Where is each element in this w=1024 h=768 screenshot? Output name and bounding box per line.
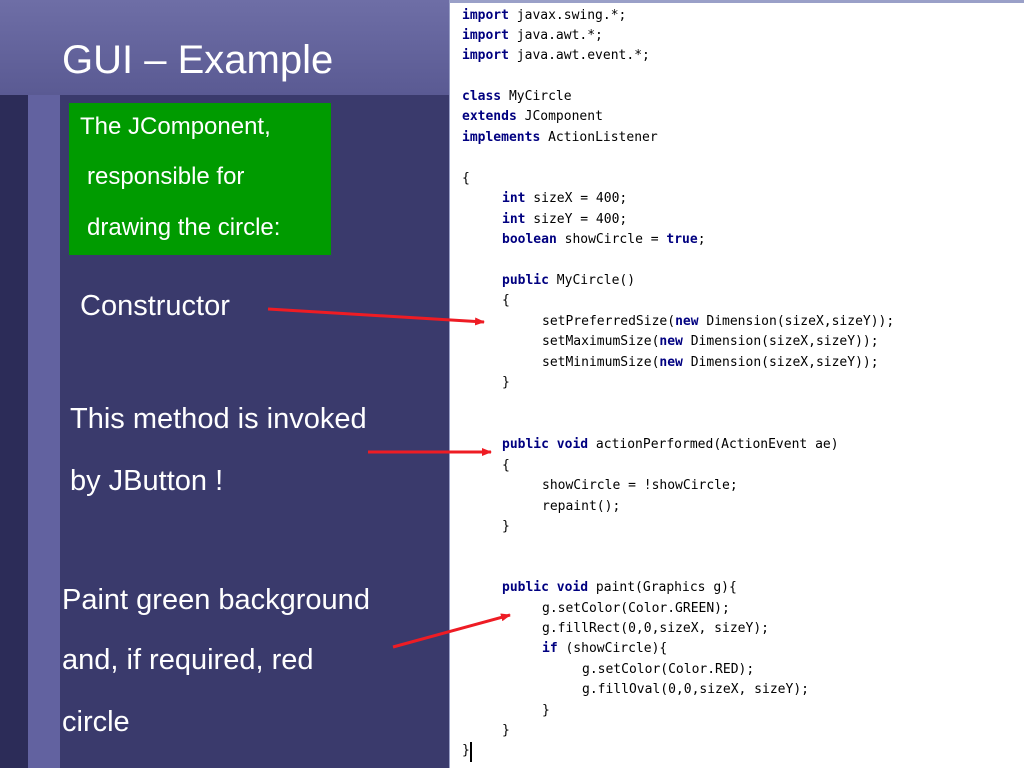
- caption-paint-line-3: circle: [62, 706, 130, 738]
- code-keyword: class: [462, 89, 502, 104]
- code-line: {: [502, 292, 510, 310]
- code-text: g.setColor(Color.RED);: [582, 662, 755, 677]
- caption-invoked-line-2: by JButton !: [70, 465, 224, 497]
- code-keyword: public: [502, 273, 549, 288]
- code-text: sizeY = 400;: [525, 212, 628, 227]
- code-text: setMinimumSize(: [542, 355, 660, 370]
- code-text: (showCircle){: [557, 641, 668, 656]
- code-text: sizeX = 400;: [525, 191, 628, 206]
- code-text: g.setColor(Color.GREEN);: [542, 601, 730, 616]
- code-text: MyCircle: [501, 89, 572, 104]
- code-line: public MyCircle(): [502, 272, 635, 290]
- code-text: showCircle = !showCircle;: [542, 478, 738, 493]
- code-keyword: new: [659, 334, 683, 349]
- code-keyword: new: [675, 314, 699, 329]
- code-line: extends JComponent: [462, 108, 603, 126]
- code-text: Dimension(sizeX,sizeY));: [682, 334, 879, 349]
- code-text: Dimension(sizeX,sizeY));: [698, 314, 895, 329]
- code-keyword: import: [462, 48, 509, 63]
- code-line: import javax.swing.*;: [462, 7, 626, 25]
- code-keyword: public void: [502, 580, 589, 595]
- code-keyword: true: [666, 232, 698, 247]
- code-text: }: [502, 375, 510, 390]
- code-line: setMaximumSize(new Dimension(sizeX,sizeY…: [542, 333, 879, 351]
- code-text: }: [542, 703, 550, 718]
- left-stripe-dark: [0, 95, 28, 768]
- text-caret: [470, 742, 472, 762]
- code-line: g.fillRect(0,0,sizeX, sizeY);: [542, 620, 769, 638]
- code-text: ;: [697, 232, 706, 247]
- code-line: }: [502, 722, 510, 740]
- code-keyword: int: [502, 212, 526, 227]
- code-keyword: new: [659, 355, 683, 370]
- callout-line-1: The JComponent,: [80, 113, 271, 140]
- code-keyword: implements: [462, 130, 541, 145]
- code-text: ActionListener: [540, 130, 658, 145]
- code-line: if (showCircle){: [542, 640, 667, 658]
- code-keyword: import: [462, 8, 509, 23]
- callout-box: The JComponent, responsible for drawing …: [69, 103, 331, 255]
- code-line: showCircle = !showCircle;: [542, 477, 738, 495]
- code-line: repaint();: [542, 498, 620, 516]
- code-line: public void paint(Graphics g){: [502, 579, 737, 597]
- code-text: g.fillRect(0,0,sizeX, sizeY);: [542, 621, 769, 636]
- code-line: setPreferredSize(new Dimension(sizeX,siz…: [542, 313, 894, 331]
- code-keyword: boolean: [502, 232, 557, 247]
- code-text: javax.swing.*;: [508, 8, 627, 23]
- callout-line-2: responsible for: [87, 163, 245, 190]
- left-stripe-light: [28, 95, 60, 768]
- code-text: }: [502, 723, 510, 738]
- code-panel-top-border: [450, 0, 1024, 3]
- code-line: {: [462, 170, 470, 188]
- callout-line-3: drawing the circle:: [87, 214, 281, 241]
- code-text: actionPerformed(ActionEvent ae): [588, 437, 839, 452]
- code-keyword: public void: [502, 437, 589, 452]
- code-line: g.setColor(Color.RED);: [582, 661, 754, 679]
- code-text: setMaximumSize(: [542, 334, 660, 349]
- code-keyword: extends: [462, 109, 517, 124]
- code-line: implements ActionListener: [462, 129, 658, 147]
- slide-title: GUI – Example: [62, 38, 334, 82]
- code-text: paint(Graphics g){: [588, 580, 737, 595]
- code-line: public void actionPerformed(ActionEvent …: [502, 436, 839, 454]
- code-line: g.setColor(Color.GREEN);: [542, 600, 730, 618]
- code-line: import java.awt.*;: [462, 27, 603, 45]
- code-keyword: import: [462, 28, 509, 43]
- code-line: {: [502, 457, 510, 475]
- caption-paint-line-1: Paint green background: [62, 584, 370, 616]
- code-text: {: [502, 293, 510, 308]
- code-text: MyCircle(): [548, 273, 636, 288]
- code-text: {: [462, 171, 470, 186]
- code-line: g.fillOval(0,0,sizeX, sizeY);: [582, 681, 809, 699]
- code-text: }: [462, 743, 470, 758]
- code-keyword: int: [502, 191, 526, 206]
- code-line: }: [462, 742, 470, 760]
- code-text: setPreferredSize(: [542, 314, 676, 329]
- code-text: java.awt.event.*;: [508, 48, 650, 63]
- code-panel: import javax.swing.*;import java.awt.*;i…: [449, 0, 1024, 768]
- code-text: java.awt.*;: [508, 28, 603, 43]
- code-line: class MyCircle: [462, 88, 572, 106]
- caption-constructor: Constructor: [80, 290, 230, 322]
- code-line: boolean showCircle = true;: [502, 231, 706, 249]
- caption-invoked-line-1: This method is invoked: [70, 403, 367, 435]
- caption-paint-line-2: and, if required, red: [62, 644, 314, 676]
- code-line: setMinimumSize(new Dimension(sizeX,sizeY…: [542, 354, 879, 372]
- code-text: {: [502, 458, 510, 473]
- code-line: int sizeX = 400;: [502, 190, 627, 208]
- code-text: JComponent: [516, 109, 603, 124]
- code-line: int sizeY = 400;: [502, 211, 627, 229]
- code-text: repaint();: [542, 499, 621, 514]
- code-text: showCircle =: [556, 232, 667, 247]
- code-line: }: [502, 518, 510, 536]
- code-line: }: [502, 374, 510, 392]
- code-keyword: if: [542, 641, 558, 656]
- code-line: }: [542, 702, 550, 720]
- code-line: import java.awt.event.*;: [462, 47, 650, 65]
- code-text: Dimension(sizeX,sizeY));: [682, 355, 879, 370]
- code-text: g.fillOval(0,0,sizeX, sizeY);: [582, 682, 809, 697]
- code-text: }: [502, 519, 510, 534]
